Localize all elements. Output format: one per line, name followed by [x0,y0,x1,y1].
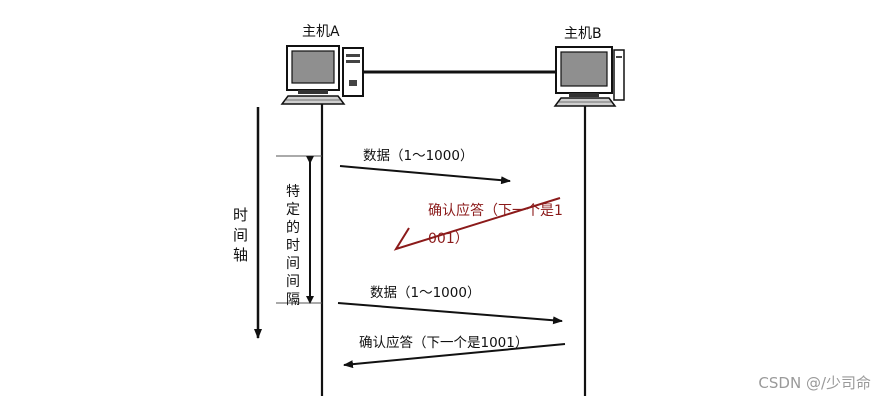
time-axis-char: 轴 [233,246,248,264]
host-b-computer-icon [553,46,625,107]
message-data-1-arrow [339,165,511,185]
interval-char: 时 [286,238,300,254]
interval-char: 间 [286,274,300,290]
message-data-2-arrow [337,302,563,325]
host-a-computer-icon [280,45,364,105]
host-b-label: 主机B [564,26,602,42]
interval-label: 特 定 的 时 间 间 隔 [286,184,304,308]
time-axis-char: 间 [233,226,248,244]
lost-ack-label: 确认应答（下一个是1 001） [428,202,567,247]
message-data-2-label: 数据（1～1000） [370,285,480,301]
host-a-label: 主机A [302,24,340,40]
interval-char: 特 [286,184,300,200]
message-ack-2-arrow [343,343,566,369]
interval-char: 隔 [286,292,300,308]
time-axis-char: 时 [233,206,248,224]
lost-ack-arrow [393,197,561,251]
interval-char: 的 [286,220,300,236]
watermark-text: CSDN @/少司命 [758,374,871,392]
message-data-1-label: 数据（1～1000） [363,148,473,164]
time-axis-label: 时 间 轴 [233,206,253,264]
message-ack-2-label: 确认应答（下一个是1001） [359,334,528,351]
interval-char: 定 [286,202,300,218]
lost-ack-line-1: 确认应答（下一个是1 [428,202,563,219]
interval-char: 间 [286,256,300,272]
